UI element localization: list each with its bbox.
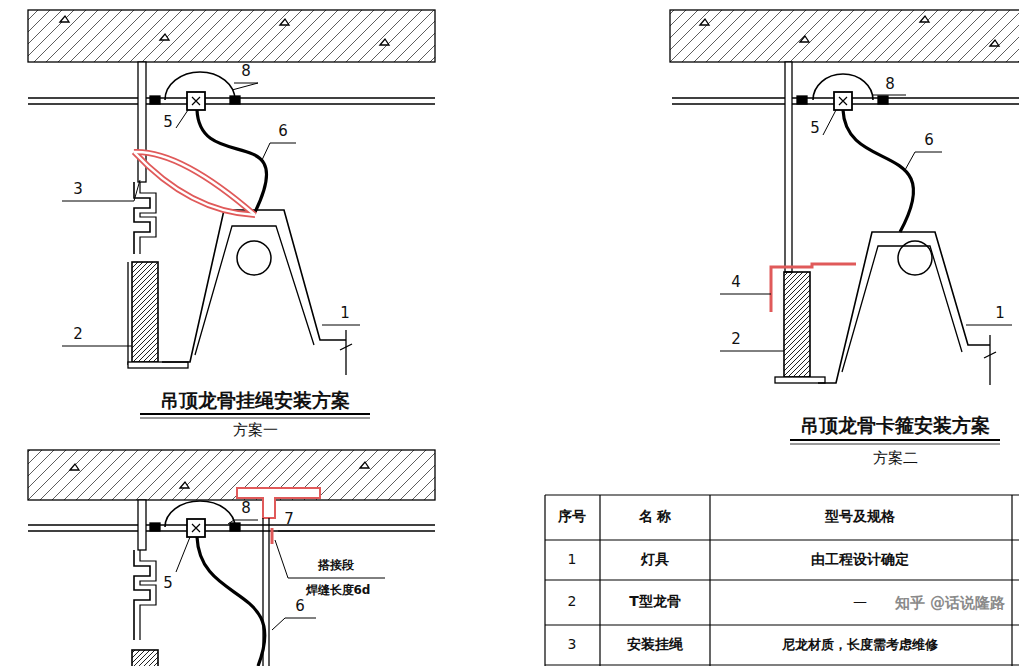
table-cell: T型龙骨 (628, 594, 682, 609)
scheme-three (28, 450, 435, 666)
callout-number: 6 (923, 132, 935, 149)
note-text: 焊缝长度6d (305, 584, 372, 597)
callout-number: 1 (339, 305, 351, 322)
callout-number: 3 (72, 181, 84, 198)
keel-clip (134, 550, 150, 640)
table-cell: 由工程设计确定 (810, 552, 910, 567)
scheme-one (28, 10, 435, 418)
keel-clamp (771, 264, 856, 312)
callout-number: 5 (809, 120, 821, 137)
parts-table (545, 495, 1019, 666)
scheme-subtitle: 方案一 (232, 422, 279, 439)
table-cell: — (852, 594, 868, 609)
callout-number: 8 (240, 63, 252, 80)
t-keel (784, 272, 810, 377)
table-cell: 灯具 (640, 552, 670, 567)
leader-lines (62, 83, 360, 346)
power-cable (197, 537, 265, 666)
leader-lines (720, 95, 1012, 351)
callout-number: 5 (162, 575, 174, 592)
table-cell: 1 (567, 552, 578, 567)
callout-number: 4 (730, 274, 742, 291)
callout-number: 1 (994, 305, 1006, 322)
junction-box (187, 519, 205, 537)
t-keel (132, 262, 158, 362)
watermark: 知乎 @话说隆路 (894, 595, 1006, 612)
junction-box (187, 92, 205, 110)
hanger-rod (138, 500, 146, 550)
junction-box (834, 92, 852, 110)
note-text: 搭接段 (317, 559, 355, 572)
table-cell: 2 (567, 594, 578, 609)
scheme-title: 吊顶龙骨卡箍安装方案 (799, 415, 991, 436)
anchor-bolt (237, 488, 320, 518)
table-cell: 尼龙材质，长度需考虑维修 (781, 638, 939, 652)
table-header: 型号及规格 (824, 509, 896, 524)
callout-number: 2 (730, 331, 742, 348)
callout-number: 6 (277, 123, 289, 140)
scheme-title: 吊顶龙骨挂绳安装方案 (159, 390, 351, 411)
table-header: 序号 (557, 509, 587, 524)
hanger-rod (785, 62, 792, 272)
weld-seam (271, 528, 274, 544)
callout-number: 6 (294, 598, 306, 615)
callout-number: 8 (884, 76, 896, 93)
table-header: 名 称 (638, 509, 673, 524)
callout-number: 5 (162, 114, 174, 131)
callout-number: 8 (240, 500, 252, 517)
hanging-rope (134, 152, 255, 215)
concrete-slab (28, 10, 435, 62)
concrete-slab (28, 450, 435, 500)
table-cell: 3 (567, 637, 578, 652)
callout-number: 2 (72, 326, 84, 343)
leader-lines (176, 520, 385, 630)
table-cell: 安装挂绳 (626, 637, 684, 652)
concrete-slab (670, 10, 1019, 62)
lamp-body (818, 232, 990, 383)
lamp-body (162, 210, 346, 362)
scheme-subtitle: 方案二 (872, 450, 919, 467)
power-cable (843, 110, 914, 232)
callout-number: 7 (283, 511, 295, 528)
scheme-two (670, 10, 1019, 444)
